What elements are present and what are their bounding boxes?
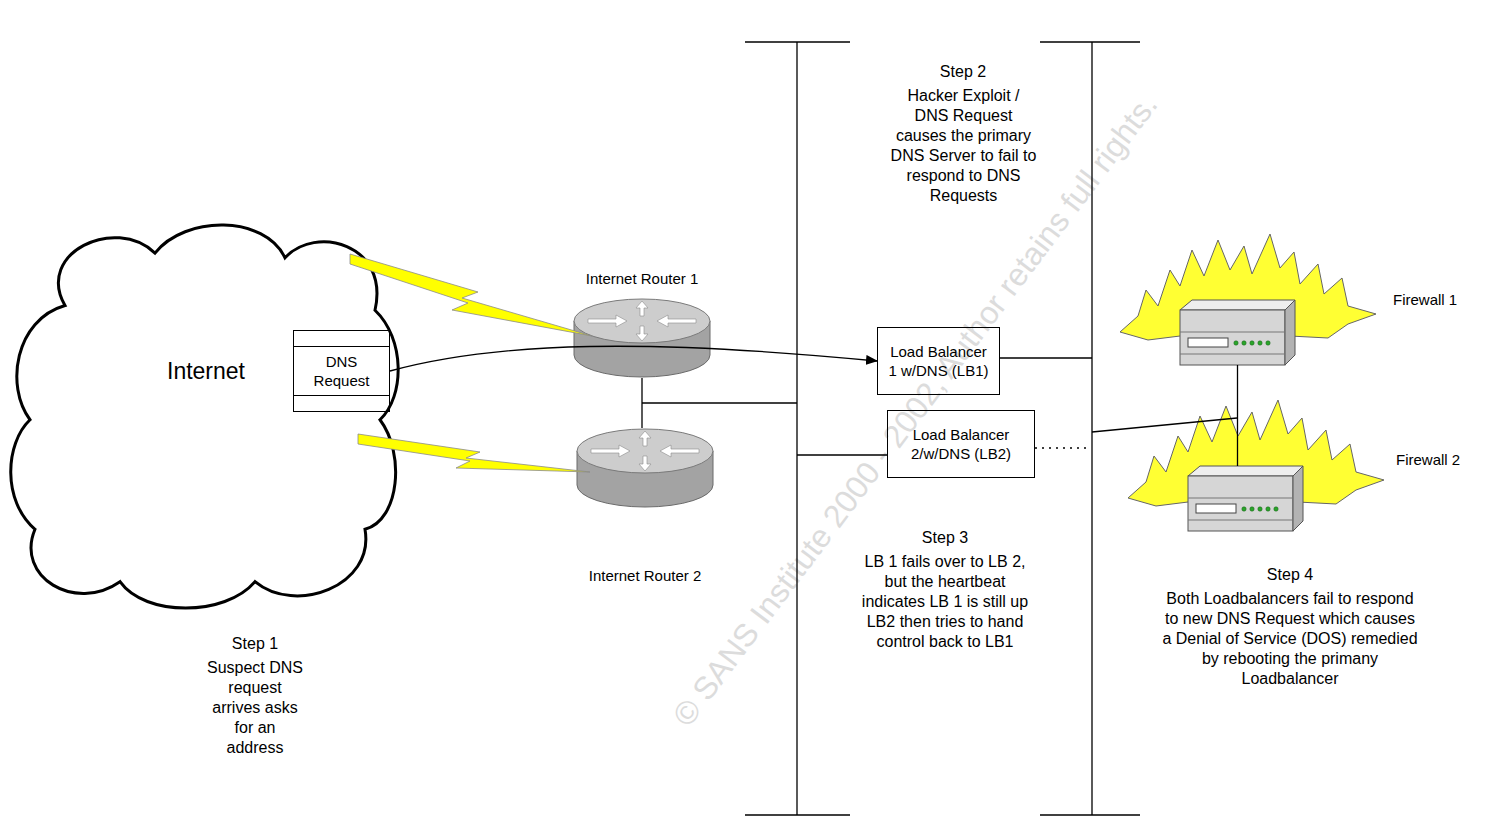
router-arrow bbox=[591, 445, 630, 457]
segment-end-tick bbox=[745, 41, 850, 42]
segment-end-tick bbox=[745, 814, 850, 815]
device-front bbox=[1180, 310, 1285, 365]
device-panel bbox=[1196, 504, 1236, 513]
device-led bbox=[1242, 507, 1246, 511]
label-holder: Both Loadbalancers fail to respond to ne… bbox=[1161, 589, 1419, 689]
router-caption: Internet Router 2 bbox=[589, 566, 702, 585]
label-holder: Suspect DNS request arrives asks for an … bbox=[205, 658, 305, 758]
firewall-caption: Firewall 1 bbox=[1393, 290, 1457, 309]
device-seam bbox=[1188, 520, 1293, 521]
step-heading: Step 2 bbox=[940, 62, 986, 82]
router-node: Internet Router 2 bbox=[575, 428, 715, 508]
connector bbox=[641, 378, 642, 428]
cloud-shape bbox=[11, 225, 398, 608]
device-led bbox=[1258, 341, 1262, 345]
step-heading: Step 4 bbox=[1267, 565, 1313, 585]
device-side bbox=[1293, 466, 1303, 531]
cloud-label: Internet bbox=[146, 357, 266, 386]
device-led bbox=[1266, 341, 1270, 345]
firewall-link bbox=[1092, 418, 1237, 432]
device-front bbox=[1188, 476, 1293, 531]
node-label: Firewall 2 bbox=[1396, 450, 1460, 469]
cloud-outline bbox=[5, 215, 400, 615]
firewall-node: Firewall 2 bbox=[1188, 466, 1303, 531]
node-label: Firewall 1 bbox=[1393, 290, 1457, 309]
network-segment bbox=[796, 42, 797, 815]
device-side bbox=[1285, 300, 1295, 365]
device-led bbox=[1250, 507, 1254, 511]
device-led bbox=[1274, 507, 1278, 511]
device-seam bbox=[1188, 498, 1293, 499]
device-panel bbox=[1188, 338, 1228, 347]
packet-band: DNS Request bbox=[294, 346, 389, 396]
router-arrow bbox=[639, 431, 651, 446]
device-led bbox=[1234, 341, 1238, 345]
router-arrow bbox=[660, 445, 699, 457]
dns-request-packet: DNS Request bbox=[293, 330, 390, 412]
router-icon bbox=[575, 428, 715, 508]
device-top bbox=[1188, 466, 1303, 476]
step-heading: Step 1 bbox=[232, 634, 278, 654]
firewall-icon bbox=[1128, 394, 1408, 544]
label-holder: LB 1 fails over to LB 2, but the heartbe… bbox=[857, 552, 1033, 652]
load-balancer-box: Load Balancer 2/w/DNS (LB2) bbox=[887, 410, 1035, 478]
step-note: Suspect DNS request arrives asks for an … bbox=[205, 658, 305, 758]
router-arrow bbox=[636, 301, 648, 316]
step-heading: Step 3 bbox=[922, 528, 968, 548]
device-led bbox=[1250, 341, 1254, 345]
segment-end-tick bbox=[1040, 41, 1140, 42]
node-label: Load Balancer 1 w/DNS (LB1) bbox=[886, 342, 991, 380]
label-holder: Step 2 bbox=[940, 62, 986, 82]
label-holder: Step 4 bbox=[1267, 565, 1313, 585]
label-holder: Hacker Exploit / DNS Request causes the … bbox=[889, 86, 1038, 206]
firewall-icon bbox=[1120, 228, 1400, 378]
router-uplink bbox=[642, 402, 797, 403]
label-holder: Step 3 bbox=[922, 528, 968, 548]
node-label: Internet Router 2 bbox=[589, 566, 702, 585]
router-top bbox=[574, 299, 710, 343]
load-balancer-box: Load Balancer 1 w/DNS (LB1) bbox=[877, 327, 1000, 395]
router-arrow bbox=[588, 315, 627, 327]
internet-cloud: Internet DNS Request bbox=[5, 215, 400, 615]
device-led bbox=[1242, 341, 1246, 345]
firewall-caption: Firewall 2 bbox=[1396, 450, 1460, 469]
lb2-standby-link bbox=[1035, 447, 1086, 449]
router-node: Internet Router 1 bbox=[572, 298, 712, 378]
router-icon bbox=[572, 298, 712, 378]
node-label: DNS Request bbox=[297, 352, 386, 390]
device-led bbox=[1266, 507, 1270, 511]
router-arrow bbox=[636, 326, 648, 341]
lb1-link bbox=[1000, 357, 1092, 358]
lb2-link bbox=[797, 454, 887, 455]
router-caption: Internet Router 1 bbox=[586, 269, 699, 288]
device-seam bbox=[1180, 354, 1285, 355]
device-top bbox=[1180, 300, 1295, 310]
device-led bbox=[1258, 507, 1262, 511]
router-arrow bbox=[639, 456, 651, 471]
lightning-bolt bbox=[358, 434, 590, 472]
router-arrow bbox=[657, 315, 696, 327]
step-note: LB 1 fails over to LB 2, but the heartbe… bbox=[857, 552, 1033, 652]
lightning-bolt bbox=[350, 254, 592, 336]
firewall-node: Firewall 1 bbox=[1180, 300, 1295, 365]
node-label: Internet Router 1 bbox=[586, 269, 699, 288]
step-note: Hacker Exploit / DNS Request causes the … bbox=[889, 86, 1038, 206]
router-top bbox=[577, 429, 713, 473]
network-segment bbox=[1091, 42, 1092, 815]
step-note: Both Loadbalancers fail to respond to ne… bbox=[1161, 589, 1419, 689]
node-label: Load Balancer 2/w/DNS (LB2) bbox=[896, 425, 1026, 463]
label-holder: Step 1 bbox=[232, 634, 278, 654]
device-seam bbox=[1180, 332, 1285, 333]
connector bbox=[1237, 365, 1238, 466]
connector bbox=[390, 346, 877, 371]
cloud-text-area: Internet bbox=[146, 357, 266, 386]
segment-end-tick bbox=[1040, 814, 1140, 815]
